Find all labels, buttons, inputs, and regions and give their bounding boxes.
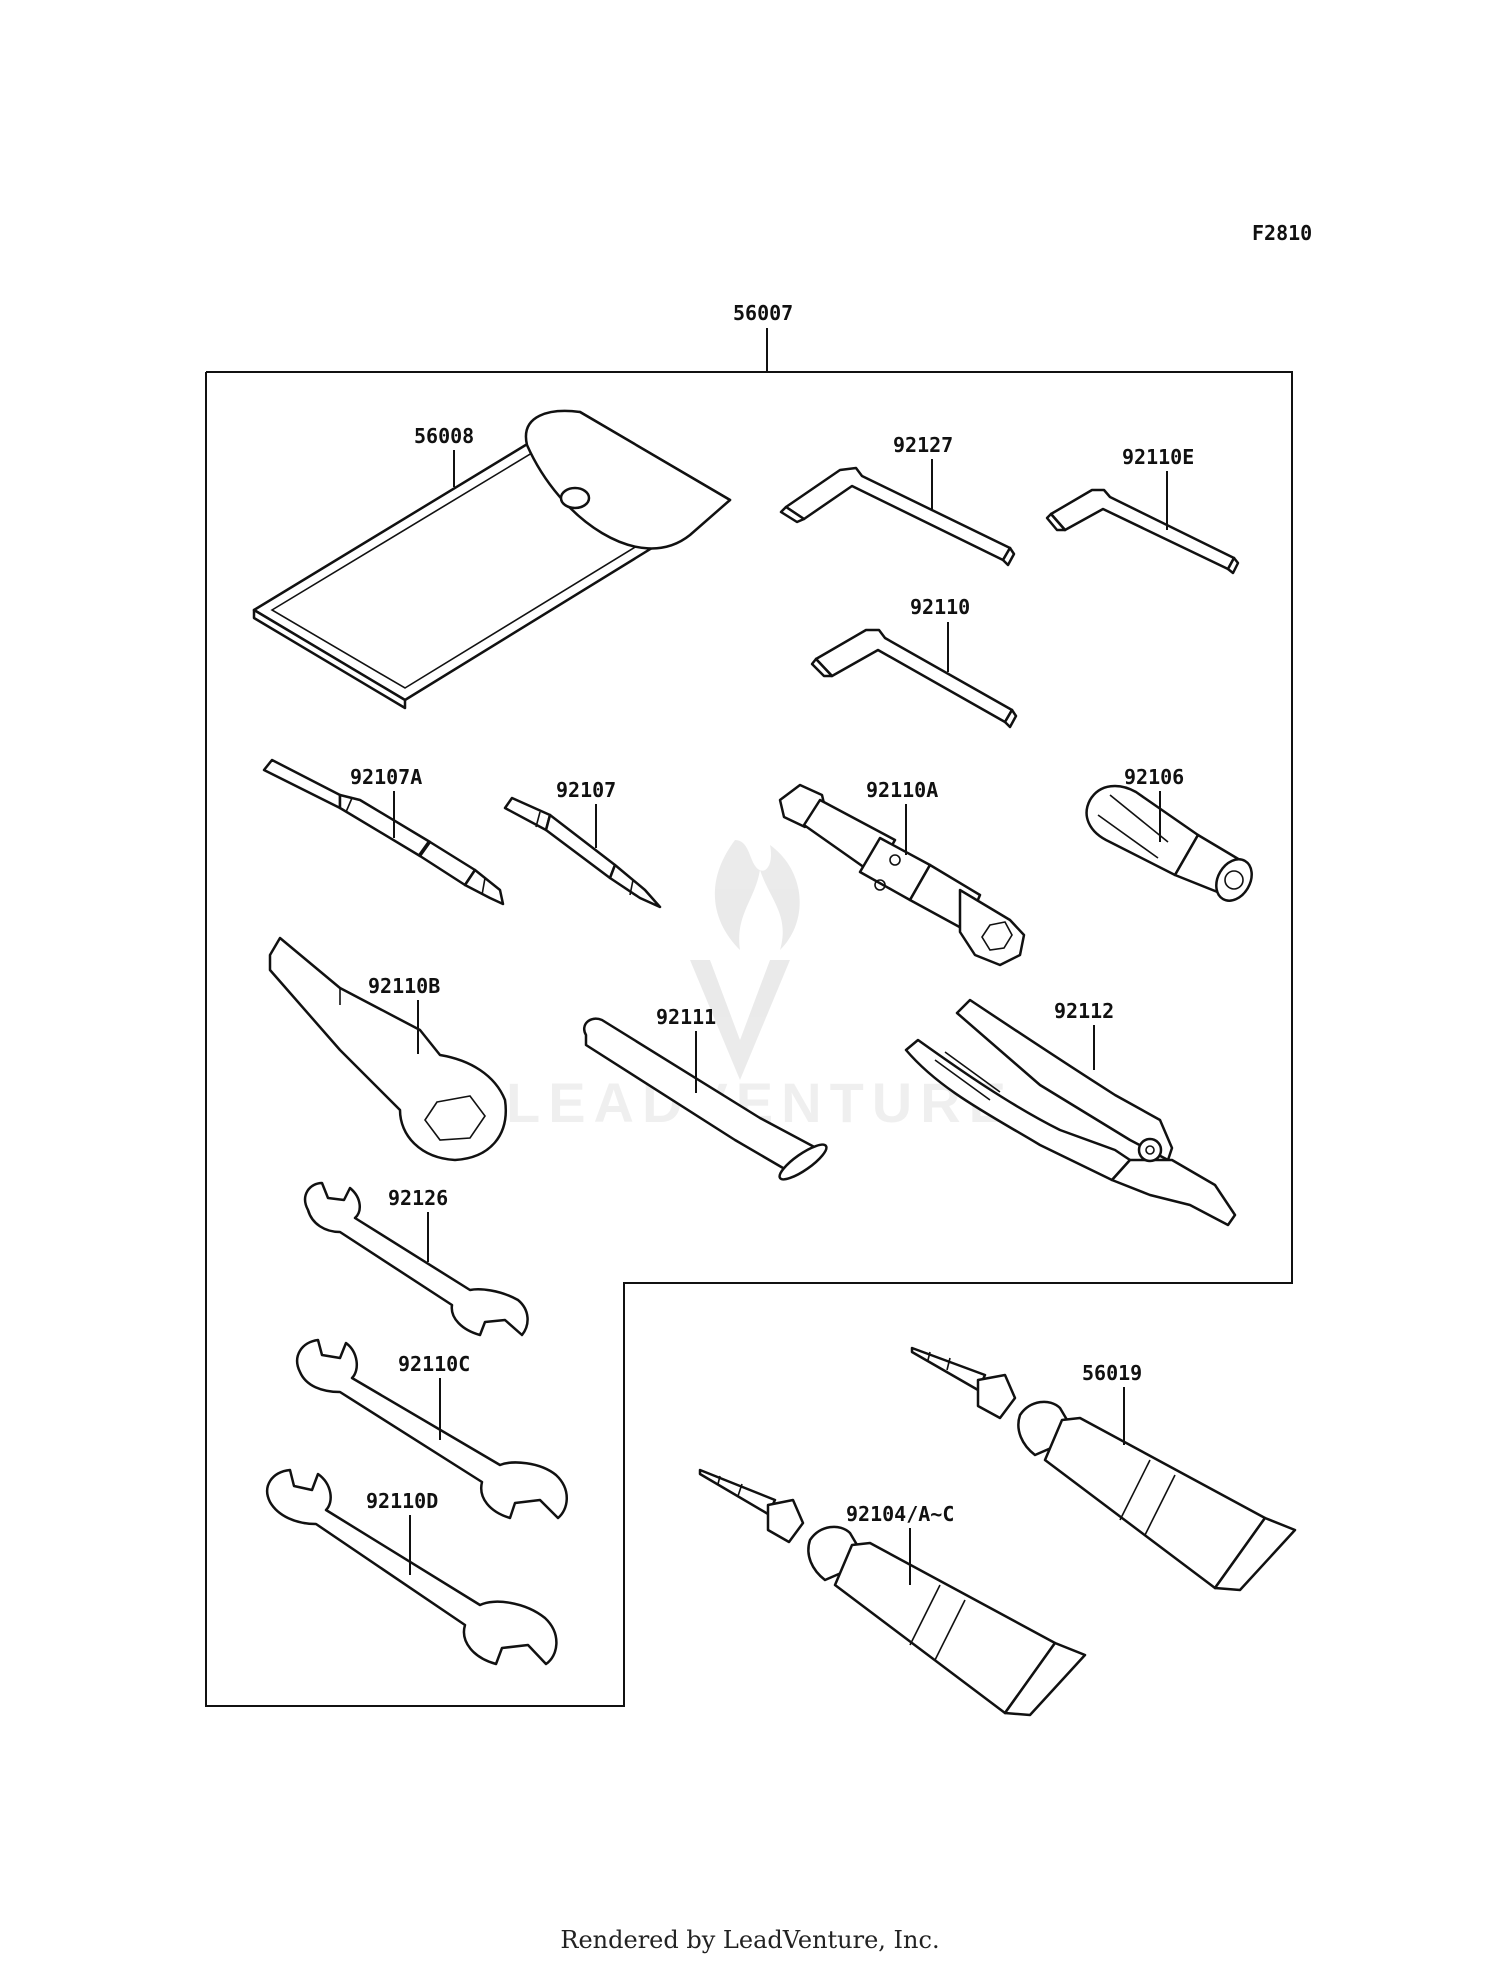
- footer-credit: Rendered by LeadVenture, Inc.: [560, 1926, 939, 1954]
- grease-tube-left-icon: [698, 1468, 1087, 1717]
- label-hex-wrench-small: 92110E: [1122, 445, 1194, 469]
- assembly-label: 56007: [733, 301, 793, 325]
- label-hex-wrench-mid: 92110: [910, 595, 970, 619]
- label-screwdriver-long: 92107A: [350, 765, 422, 789]
- box-wrench-tube-icon: [778, 783, 1026, 967]
- spark-plug-wrench-icon: [268, 936, 507, 1162]
- label-spark-plug-wrench: 92110B: [368, 974, 440, 998]
- watermark-logo: [690, 840, 800, 1080]
- figure-code: F2810: [1252, 221, 1312, 245]
- hex-wrench-mid-icon: [810, 628, 1018, 729]
- open-wrench-large-icon: [265, 1468, 558, 1666]
- tommy-bar-icon: [583, 1017, 828, 1181]
- pouch-icon: [252, 409, 732, 710]
- label-hex-wrench-large: 92127: [893, 433, 953, 457]
- label-open-wrench-large: 92110D: [366, 1489, 438, 1513]
- grease-tube-right-icon: [910, 1346, 1297, 1592]
- label-grease-tube-left: 92104/A~C: [846, 1502, 954, 1526]
- label-open-wrench-small: 92126: [388, 1186, 448, 1210]
- hex-wrench-small-icon: [1045, 488, 1240, 575]
- hex-wrench-large-icon: [779, 466, 1016, 567]
- screwdriver-short-icon: [503, 796, 662, 909]
- screwdriver-long-icon: [262, 758, 505, 906]
- label-box-wrench-tube: 92110A: [866, 778, 938, 802]
- label-open-wrench-mid: 92110C: [398, 1352, 470, 1376]
- label-pouch: 56008: [414, 424, 474, 448]
- label-tommy-bar: 92111: [656, 1005, 716, 1029]
- socket-handle-icon: [1085, 784, 1253, 902]
- label-screwdriver-short: 92107: [556, 778, 616, 802]
- label-pliers: 92112: [1054, 999, 1114, 1023]
- label-grease-tube-right: 56019: [1082, 1361, 1142, 1385]
- pliers-icon: [904, 998, 1237, 1227]
- open-wrench-mid-icon: [295, 1338, 568, 1520]
- open-wrench-small-icon: [303, 1181, 529, 1337]
- label-socket-handle: 92106: [1124, 765, 1184, 789]
- assembly-frame: [205, 371, 1293, 1707]
